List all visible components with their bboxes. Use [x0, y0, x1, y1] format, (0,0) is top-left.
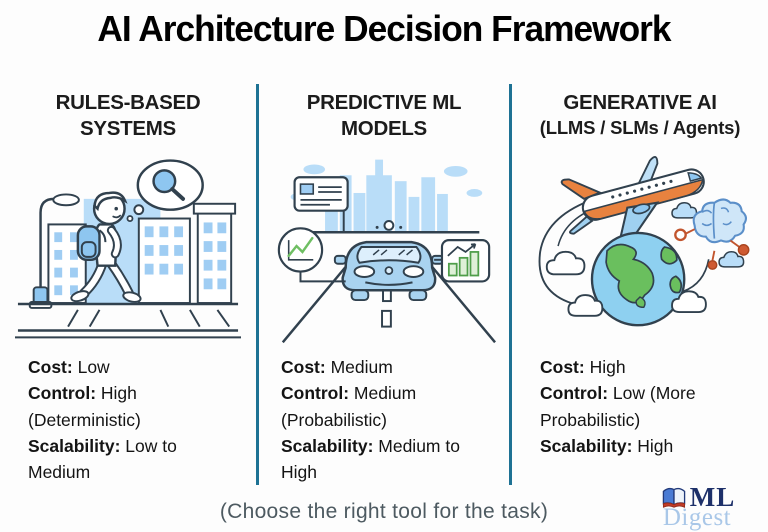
spec-label: Cost: — [281, 357, 326, 377]
street-ground — [15, 302, 241, 339]
node-dot — [737, 243, 750, 256]
column-heading-predictive-ml: PREDICTIVE ML MODELS — [306, 90, 462, 146]
spec-control: Control: Low (More Probabilistic) — [540, 380, 736, 433]
line-chart-icon — [277, 227, 346, 283]
spec-scalability: Scalability: High — [540, 433, 736, 459]
heading-line1: RULES-BASED — [55, 91, 201, 114]
city-building-tall — [192, 202, 237, 305]
spec-value: Medium (Probabilistic) — [281, 383, 417, 430]
heading-line1: GENERATIVE AI — [563, 91, 717, 114]
column-heading-generative-ai: GENERATIVE AI (LLMS / SLMs / Agents) — [539, 90, 741, 146]
column-heading-rules-based: RULES-BASED SYSTEMS — [56, 90, 201, 146]
spec-value: High — [584, 357, 626, 377]
ml-digest-logo: ML Digest — [638, 482, 756, 532]
logo-text-digest: Digest — [662, 504, 732, 531]
spec-cost: Cost: Medium — [281, 354, 477, 380]
spec-scalability: Scalability: Medium to High — [281, 433, 477, 486]
search-thought-bubble-icon — [126, 159, 204, 222]
logo-text-ml: ML — [689, 482, 736, 512]
bar-chart-icon — [434, 239, 491, 283]
logo-top-row: ML — [638, 482, 756, 513]
spec-cost: Cost: High — [540, 354, 736, 380]
column-rules-based: RULES-BASED SYSTEMS — [0, 84, 256, 485]
spec-value: Low to Medium — [28, 435, 177, 482]
spec-value: High — [632, 435, 674, 456]
spec-value: High (Deterministic) — [28, 383, 141, 430]
spec-label: Control: — [281, 383, 350, 404]
city-building-left — [47, 223, 87, 305]
spec-label: Scalability: — [540, 435, 633, 456]
airplane-globe-brain-illustration — [527, 148, 753, 348]
spec-scalability: Scalability: Low to Medium — [28, 433, 224, 486]
page-title: AI Architecture Decision Framework — [97, 8, 671, 49]
column-predictive-ml: PREDICTIVE ML MODELS — [256, 84, 512, 486]
spec-value: Low (More Probabilistic) — [540, 383, 696, 430]
columns-container: RULES-BASED SYSTEMS — [0, 84, 768, 486]
heading-line2: (LLMS / SLMs / Agents) — [539, 117, 741, 139]
spec-label: Control: — [28, 383, 97, 404]
column-generative-ai: GENERATIVE AI (LLMS / SLMs / Agents) — [512, 84, 768, 485]
specs-predictive-ml: Cost: Medium Control: Medium (Probabilis… — [281, 354, 477, 485]
car-sensor — [375, 219, 403, 231]
spec-value: Medium — [325, 357, 393, 377]
data-card-icon — [293, 176, 349, 233]
spec-cost: Cost: Low — [28, 354, 224, 380]
specs-generative-ai: Cost: High Control: Low (More Probabilis… — [540, 354, 736, 459]
spec-label: Cost: — [540, 357, 585, 377]
spec-label: Scalability: — [28, 435, 121, 456]
spec-value: Medium to High — [281, 435, 460, 482]
spec-label: Control: — [540, 383, 609, 404]
person-walking-city-illustration — [15, 148, 241, 348]
city-building-mid — [137, 217, 191, 305]
heading-line1: PREDICTIVE ML — [306, 91, 462, 114]
predictive-ml-illustration-svg — [277, 159, 496, 344]
spec-label: Cost: — [28, 357, 73, 377]
globe — [590, 231, 686, 327]
heading-line2: MODELS — [341, 117, 427, 141]
street-lamp — [28, 193, 80, 309]
specs-rules-based: Cost: Low Control: High (Deterministic) … — [28, 354, 224, 485]
spec-control: Control: High (Deterministic) — [28, 380, 224, 433]
brain-icon — [674, 198, 750, 293]
heading-line2: SYSTEMS — [80, 117, 176, 141]
car-on-road-illustration — [271, 148, 497, 348]
book-icon — [662, 487, 685, 508]
spec-control: Control: Medium (Probabilistic) — [281, 380, 477, 433]
spec-value: Low — [72, 357, 110, 377]
rules-based-illustration-svg — [15, 159, 241, 339]
autonomous-car — [333, 240, 444, 302]
generative-ai-illustration-svg — [538, 156, 750, 327]
walking-person — [70, 191, 142, 303]
node-dot — [707, 260, 718, 270]
flight-trail — [538, 200, 590, 306]
footer-caption: (Choose the right tool for the task) — [219, 500, 549, 523]
spec-label: Scalability: — [281, 435, 374, 456]
node-dot — [674, 228, 687, 242]
clouds — [545, 250, 707, 317]
